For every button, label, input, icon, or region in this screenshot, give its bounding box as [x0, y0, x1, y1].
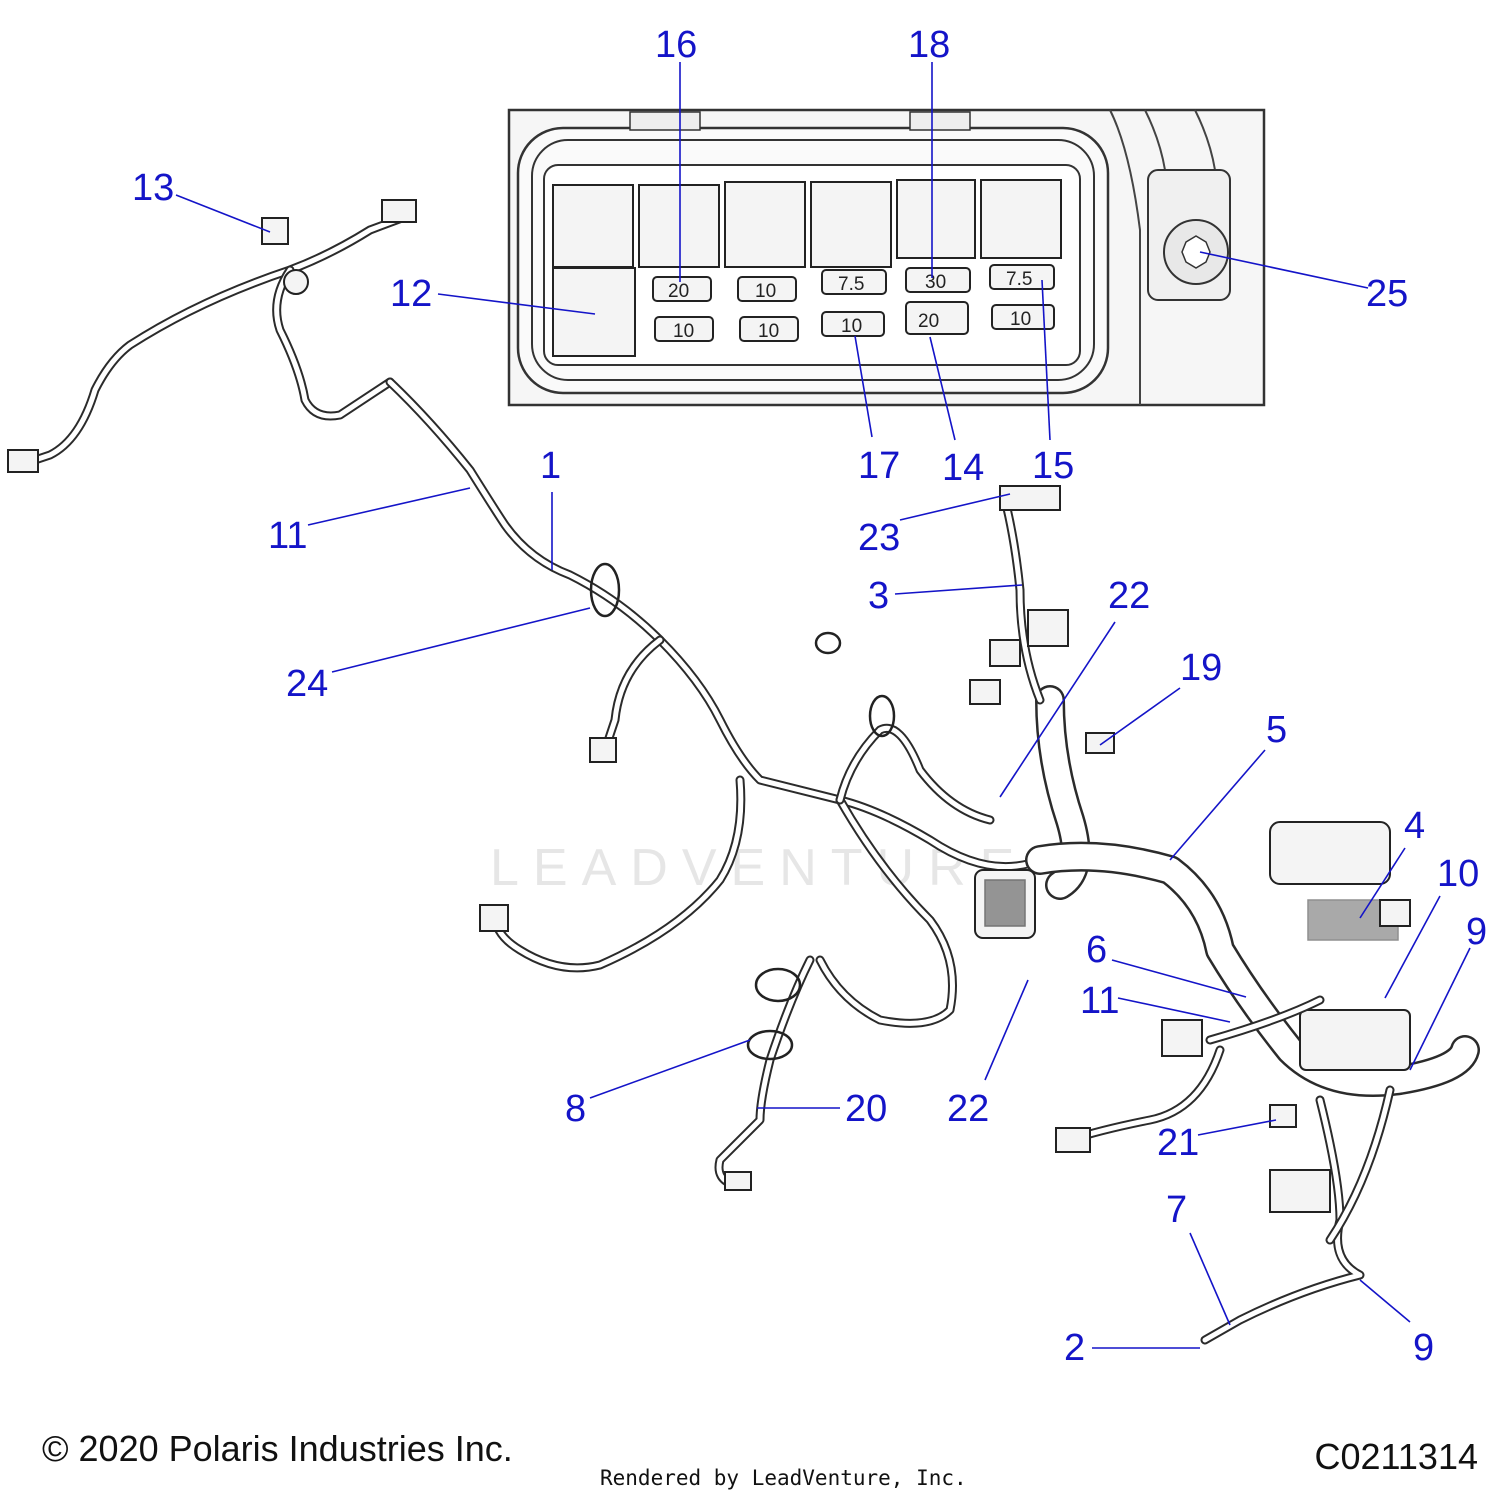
callout-2: 2 [1064, 1327, 1085, 1369]
fuse-bottom-3: 10 [841, 316, 862, 337]
fuse-top-3: 7.5 [838, 274, 864, 295]
callout-25: 25 [1366, 273, 1408, 315]
callout-6: 6 [1086, 929, 1107, 971]
callout-8: 8 [565, 1088, 586, 1130]
fuse-row-top: 20 10 7.5 30 7.5 [652, 264, 1055, 302]
fuse-bottom-4: 20 [918, 311, 939, 332]
fuse-top-5: 7.5 [1006, 269, 1032, 290]
callout-9-upper: 9 [1466, 911, 1487, 953]
copyright-text: © 2020 Polaris Industries Inc. [42, 1428, 513, 1469]
callout-12: 12 [390, 273, 432, 315]
connector-21 [1269, 1104, 1297, 1128]
callout-23: 23 [858, 517, 900, 559]
rendered-by-text: Rendered by LeadVenture, Inc. [600, 1466, 967, 1490]
callout-20: 20 [845, 1088, 887, 1130]
harness-drawing [7, 199, 1480, 1345]
fuse-bottom-1: 10 [673, 321, 694, 342]
callout-5: 5 [1266, 709, 1287, 751]
callout-22-lower: 22 [947, 1088, 989, 1130]
fuse-bottom-5: 10 [1010, 309, 1031, 330]
fuse-box-inset: 20 10 7.5 30 7.5 10 10 10 20 10 [507, 108, 1266, 407]
callout-11: 11 [268, 515, 307, 557]
fuse-block [1299, 1009, 1411, 1071]
leader-lines [175, 62, 1471, 1349]
watermark: LEADVENTURE [490, 839, 1028, 897]
fuse-row-bottom: 10 10 10 20 10 [654, 301, 1055, 342]
callout-15: 15 [1032, 445, 1074, 487]
callout-19: 19 [1180, 647, 1222, 689]
callout-13: 13 [132, 167, 174, 209]
loop-24 [589, 562, 621, 618]
callout-22-upper: 22 [1108, 575, 1150, 617]
connector-19 [1085, 732, 1115, 754]
fuse-top-2: 10 [755, 281, 776, 302]
callout-7: 7 [1166, 1189, 1187, 1231]
fuse-top-4: 30 [925, 272, 946, 293]
callout-14: 14 [942, 447, 984, 489]
callout-10: 10 [1437, 853, 1479, 895]
callout-17: 17 [858, 445, 900, 487]
callout-21: 21 [1157, 1122, 1199, 1164]
fuse-bottom-2: 10 [758, 321, 779, 342]
relay-12 [552, 267, 636, 357]
connector-23 [999, 485, 1061, 511]
relay-row [552, 179, 1062, 357]
callout-1: 1 [540, 445, 561, 487]
callout-11-lower: 11 [1080, 980, 1119, 1022]
callout-18: 18 [908, 24, 950, 66]
callout-3: 3 [868, 575, 889, 617]
fuse-box-4 [1269, 821, 1391, 885]
callout-4: 4 [1404, 805, 1425, 847]
callout-24: 24 [286, 663, 328, 705]
part-code: C0211314 [1314, 1436, 1478, 1477]
callout-16: 16 [655, 24, 697, 66]
callout-9-lower: 9 [1413, 1327, 1434, 1369]
callouts: 16 18 13 12 25 17 14 15 1 11 23 3 22 19 … [132, 24, 1487, 1369]
fuse-top-1: 20 [668, 281, 689, 302]
